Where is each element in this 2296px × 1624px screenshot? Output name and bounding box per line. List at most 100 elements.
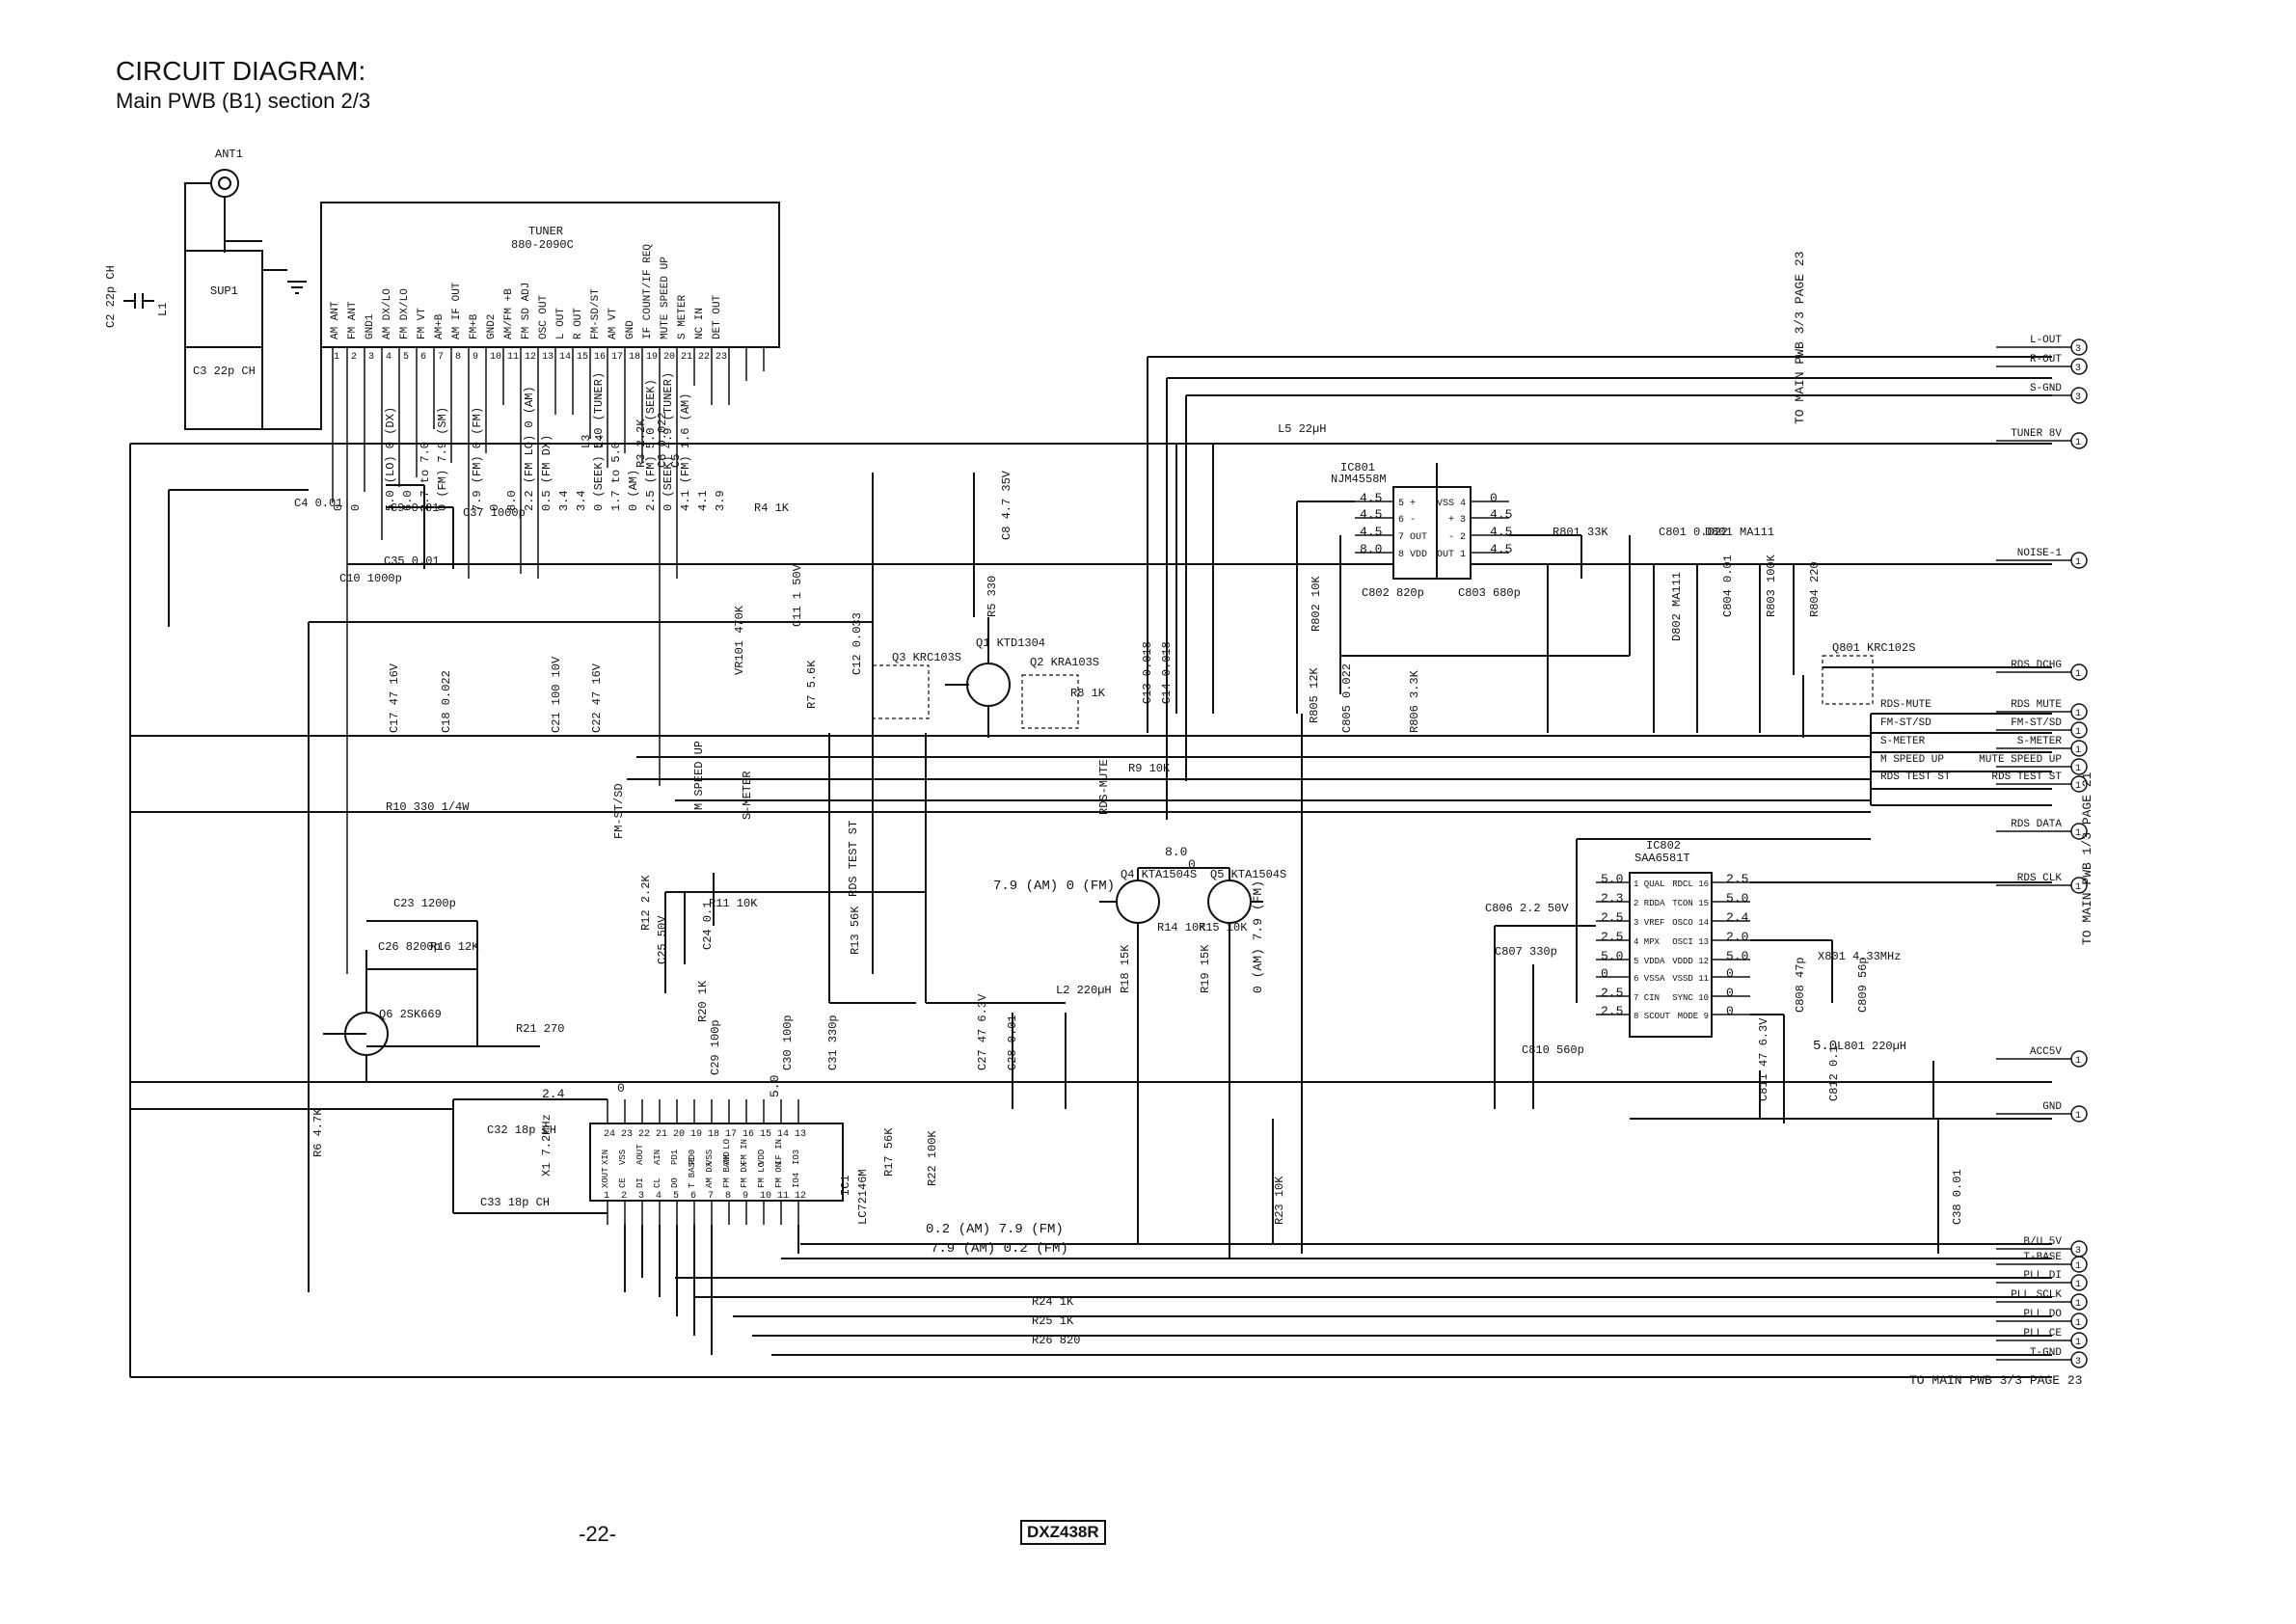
tuner-pin-name: FM+B [469,313,480,339]
ic1-bottom-pin-number: 4 [656,1191,662,1202]
ic802-right-pin: OSCI 13 [1672,937,1709,947]
tuner-pin-voltage: 3.4 [557,490,571,511]
tuner-pin-voltage: 7.9 (FM) 0 (FM) [471,407,484,511]
component-c25: C25 50V [656,915,669,964]
tuner-pin-name: FM SD ADJ [521,283,532,339]
tuner-pin-name: IF COUNT/IF REQ [642,244,654,339]
component-r22: R22 100K [926,1130,939,1186]
component-r7: R7 5.6K [805,660,819,709]
tuner-pin-number: 18 [629,352,640,363]
tuner-pin-name: AM+B [434,313,446,339]
connector-pin-number: 1 [2075,557,2081,568]
ic802-ref: IC802 [1646,839,1681,853]
ic801-left-voltage: 4.5 [1360,491,1382,505]
ic1-v0: 0 [617,1081,625,1096]
signal-label: FM-ST/SD [612,783,626,839]
ic801-left-voltage: 4.5 [1360,507,1382,522]
connector-pin-number: 1 [2075,882,2081,893]
ic1-top-pin-number: 24 [604,1129,615,1140]
ic802-left-voltage: 2.5 [1601,1004,1623,1018]
ic801-right-pin: - 2 [1448,532,1466,543]
tuner-pin-number: 8 [455,352,461,363]
component-l801: L801 220µH [1837,1040,1906,1053]
tuner-pin-voltage: 3.4 [575,490,588,511]
ic802-right-voltage: 2.5 [1726,872,1748,886]
component-c17: C17 47 16V [388,663,401,733]
tuner-pin-name: GND1 [365,313,376,339]
connector-pin-number: 3 [2075,344,2081,355]
connector-pin [2070,758,2088,775]
tuner-pin-voltage: 8.0 [505,490,519,511]
connector-label: S-METER [2017,736,2063,747]
ic1-bottom-pin-name: CE [618,1177,628,1188]
ic802-right-voltage: 0 [1726,986,1734,1000]
ic1-top-pin-name: XIN [601,1150,610,1165]
tuner-pin-name: L OUT [555,308,567,339]
component-x801: X801 4.33MHz [1818,950,1901,963]
component-c807: C807 330p [1495,945,1557,959]
ic1-top-pin-name: AIN [653,1150,662,1165]
component-c12: C12 0.033 [851,612,864,675]
ic1-top-pin-number: 22 [638,1129,650,1140]
ic802-left-voltage: 2.5 [1601,986,1623,1000]
component-c4: C4 0.01 [294,497,342,510]
diagram-title: CIRCUIT DIAGRAM: [116,56,366,86]
connector-label: RDS DCHG [2011,660,2062,671]
connector-pin [2070,877,2088,894]
component-r13: R13 56K [849,906,862,955]
tuner-pin-number: 12 [525,352,536,363]
ic1-top-pin-number: 23 [621,1129,633,1140]
ic1-bottom-pin-name: FM ON [774,1162,784,1188]
component-q3: Q3 KRC103S [892,651,961,664]
component-r21: R21 270 [516,1022,564,1036]
connector-pin [2070,1050,2088,1068]
connector-pin [2070,1332,2088,1349]
ic802-left-pin: 7 CIN [1634,993,1660,1003]
component-c806: C806 2.2 50V [1485,902,1569,915]
component-c5: C5 [669,454,683,468]
connector-pin-number: 1 [2075,1299,2081,1310]
side-ref-bottom: TO MAIN PWB 3/3 PAGE 23 [1909,1373,2082,1388]
tuner-pin-name: AM/FM +B [503,288,515,339]
connector-label: PLL DO [2023,1309,2062,1320]
tuner-pin-voltage: 1.7 to 5.0 [609,442,623,511]
connector-label: L-OUT [2030,335,2062,346]
ic802-right-voltage: 2.4 [1726,910,1749,925]
tuner-pin-name: AM DX/LO [382,288,393,339]
ic802-left-pin: 8 SCOUT [1634,1012,1670,1021]
component-c9: C9 0.01 [391,501,439,515]
ic802-right-voltage: 2.0 [1726,930,1748,944]
connector-pin-number: 1 [2075,764,2081,774]
tuner-pin-voltage: 2.2 (FM LO) 0 (AM) [523,386,536,511]
labels: ANT1 SUP1 L1 C2 22p CH C3 22p CH TUNER 8… [104,148,2094,1388]
component-l3: L3 [580,435,593,448]
component-r802: R802 10K [1310,576,1323,632]
ic802-left-voltage: 5.0 [1601,872,1623,886]
connector-pin [2070,432,2088,449]
ic1-bottom-pin-number: 1 [604,1191,609,1202]
ic801-right-pin: OUT 1 [1437,550,1466,560]
connector-pin [2070,338,2088,356]
component-r8: R8 1K [1070,687,1106,700]
ic1-bottom-pin-number: 3 [638,1191,644,1202]
component-r20: R20 1K [696,980,710,1022]
ic1-bottom-pin-name: T BASE [688,1157,697,1188]
ic801-right-voltage: 4.5 [1490,525,1512,539]
component-c30: C30 100p [781,1015,795,1070]
connector-pin-number: 1 [2075,669,2081,680]
ic1-top-pin-name: AOUT [635,1144,645,1165]
component-r15: R15 10K [1199,921,1248,934]
tuner-pin-voltage: 0 (FM) 7.9 (SM) [436,407,449,511]
connector-pin-number: 3 [2075,392,2081,403]
tuner-pin-number: 19 [646,352,658,363]
component-r17: R17 56K [882,1127,896,1177]
component-c27: C27 47 6.3V [976,993,989,1070]
page-number: -22- [579,1522,617,1546]
component-r806: R806 3.3K [1408,669,1421,733]
connector-label: RDS MUTE [2011,699,2062,711]
component-vr101: VR101 470K [733,605,746,675]
wires [123,169,2052,1378]
component-c23: C23 1200p [393,897,456,910]
